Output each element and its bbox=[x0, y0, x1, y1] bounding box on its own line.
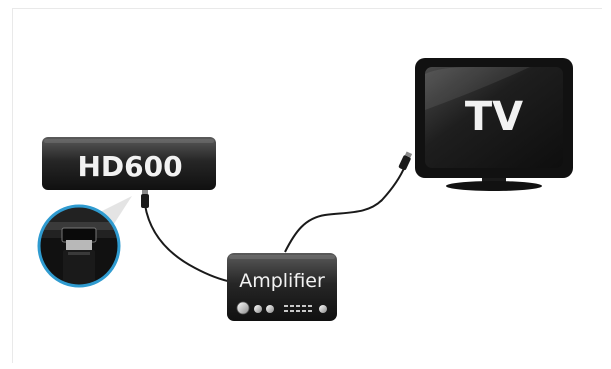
cable-hd600-to-amplifier bbox=[144, 204, 233, 283]
amplifier-device: Amplifier bbox=[227, 253, 337, 321]
hd600-device: HD600 bbox=[42, 137, 216, 190]
frame-top-border bbox=[12, 8, 602, 9]
frame-left-border bbox=[12, 8, 13, 363]
amplifier-button-row bbox=[284, 305, 312, 312]
hd600-cable-plug bbox=[141, 190, 149, 208]
amplifier-knob-icon bbox=[236, 301, 327, 315]
hdmi-port-zoom-icon bbox=[37, 196, 132, 288]
tv-stand bbox=[446, 181, 542, 191]
tv-device: TV bbox=[415, 58, 573, 191]
tv-label: TV bbox=[465, 94, 523, 140]
tv-cable-plug bbox=[398, 151, 413, 171]
amplifier-label: Amplifier bbox=[239, 270, 325, 292]
cable-amplifier-to-tv bbox=[284, 165, 406, 253]
hdmi-plug-icon bbox=[63, 240, 95, 284]
hd600-label: HD600 bbox=[77, 150, 182, 183]
